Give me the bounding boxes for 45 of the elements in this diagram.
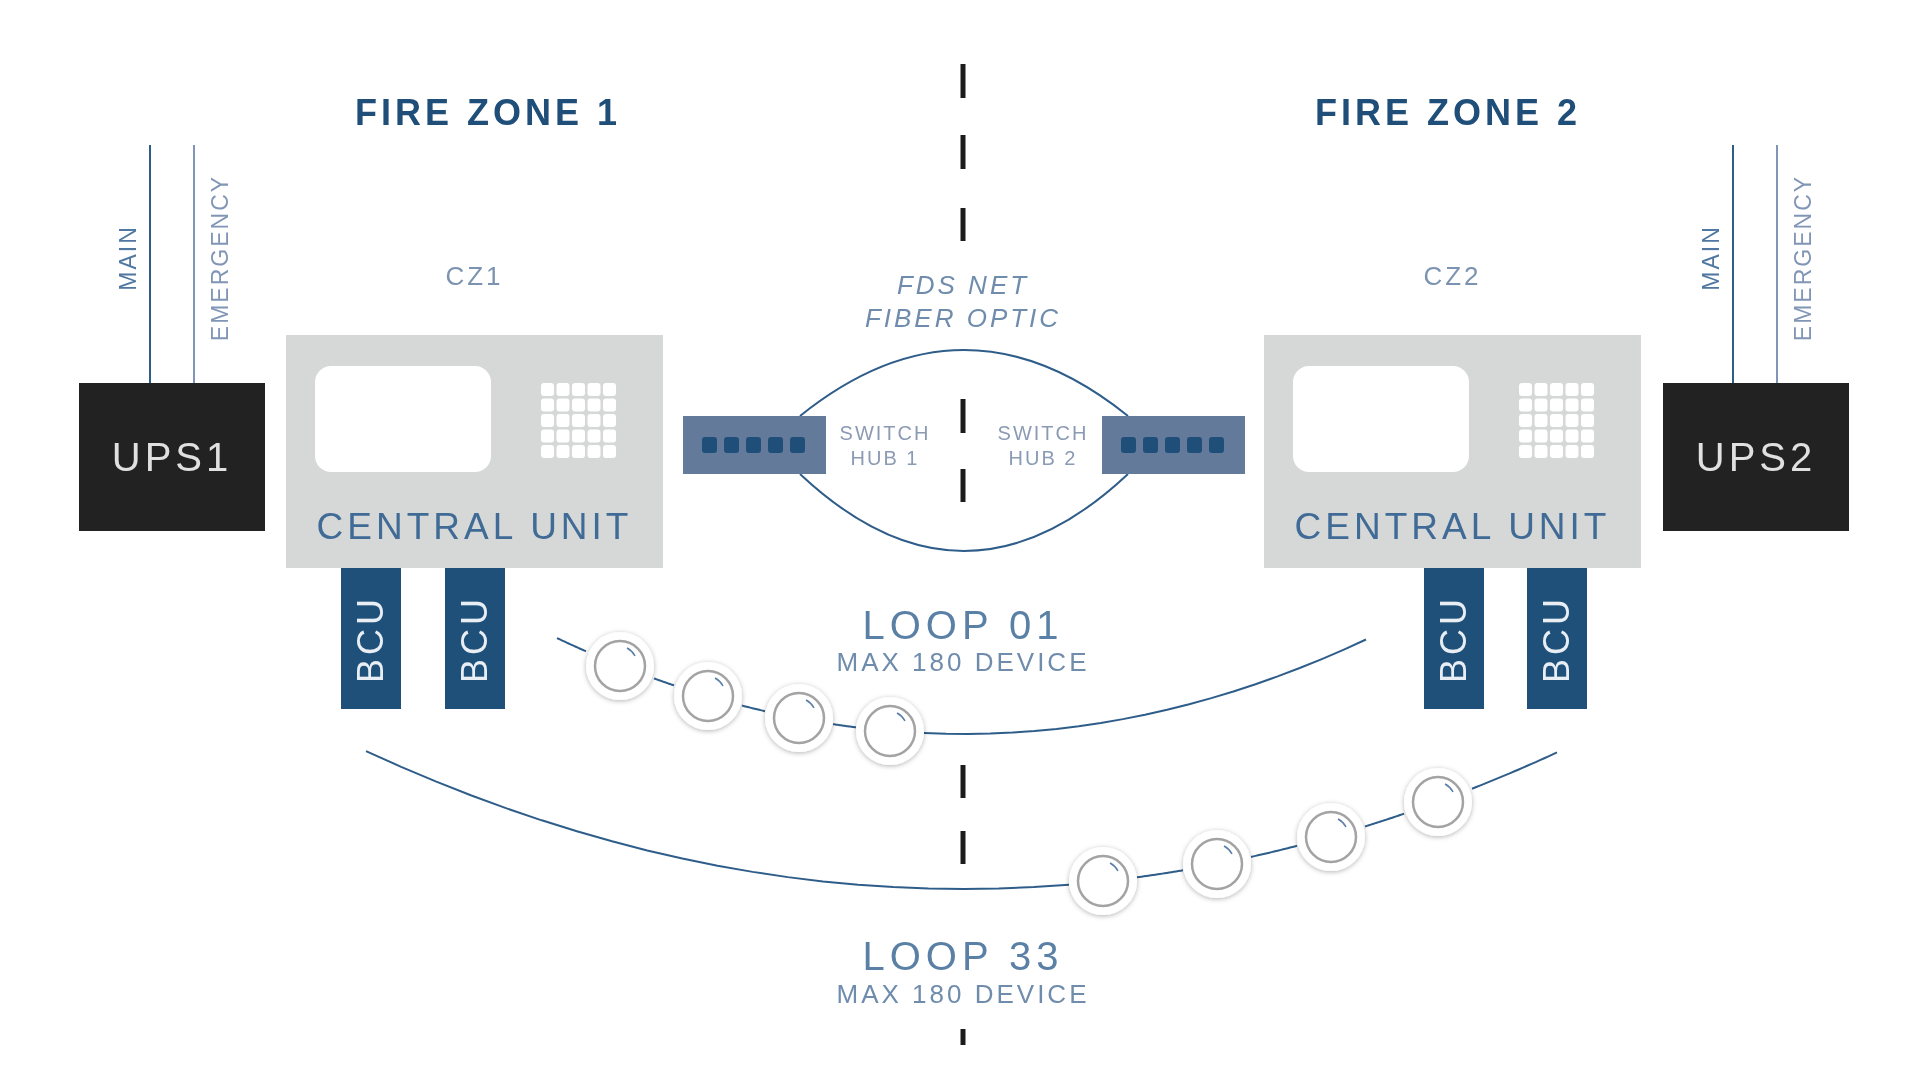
unit-label: CENTRAL UNIT: [316, 506, 633, 548]
network-label: FDS NET FIBER OPTIC: [863, 268, 1063, 334]
loop-cable: [556, 637, 587, 653]
ups-label: UPS1: [111, 434, 233, 480]
loop-cable: [1471, 751, 1558, 790]
hub-label: SWITCH HUB 1: [838, 421, 932, 471]
loop-cable: [1136, 869, 1184, 879]
bcu-label: BCU: [454, 594, 496, 683]
ups-box: [79, 383, 265, 531]
loop-cable: [1364, 812, 1405, 828]
bcu-module: [445, 568, 505, 709]
loop-capacity: MAX 180 DEVICE: [836, 977, 1090, 1011]
bcu-label: BCU: [1433, 594, 1475, 683]
bcu-module: [341, 568, 401, 709]
bcu-module: [1424, 568, 1484, 709]
power-line: [193, 144, 195, 384]
ups-label: UPS2: [1695, 434, 1817, 480]
loop-cable: [1250, 844, 1298, 858]
loop-cable: [741, 704, 766, 713]
zone-heading: FIRE ZONE 2: [1315, 90, 1581, 135]
bcu-label: BCU: [1536, 594, 1578, 683]
power-line: [1732, 144, 1734, 384]
zone-code: CZ2: [1423, 260, 1482, 292]
unit-label: CENTRAL UNIT: [1294, 506, 1611, 548]
power-line-label: EMERGENCY: [1789, 174, 1817, 342]
loop-cable: [653, 677, 675, 687]
loop-cable: [832, 723, 857, 729]
power-line: [1776, 144, 1778, 384]
power-line-label: MAIN: [1697, 225, 1725, 291]
power-line: [149, 144, 151, 384]
bcu-module: [1527, 568, 1587, 709]
zone-code: CZ1: [445, 260, 504, 292]
loop-cable: [923, 638, 1367, 735]
zone-heading: FIRE ZONE 1: [355, 90, 621, 135]
fiber-optic-cable: [799, 349, 1129, 417]
power-line-label: MAIN: [114, 225, 142, 291]
loop-cable: [365, 750, 1070, 890]
ups-box: [1663, 383, 1849, 531]
hub-label: SWITCH HUB 2: [996, 421, 1090, 471]
power-line-label: EMERGENCY: [206, 174, 234, 342]
switch-hub: [1102, 416, 1245, 474]
bcu-label: BCU: [350, 594, 392, 683]
loop-label: LOOP 33: [862, 933, 1064, 980]
switch-hub: [683, 416, 826, 474]
fiber-optic-cable: [799, 473, 1129, 552]
